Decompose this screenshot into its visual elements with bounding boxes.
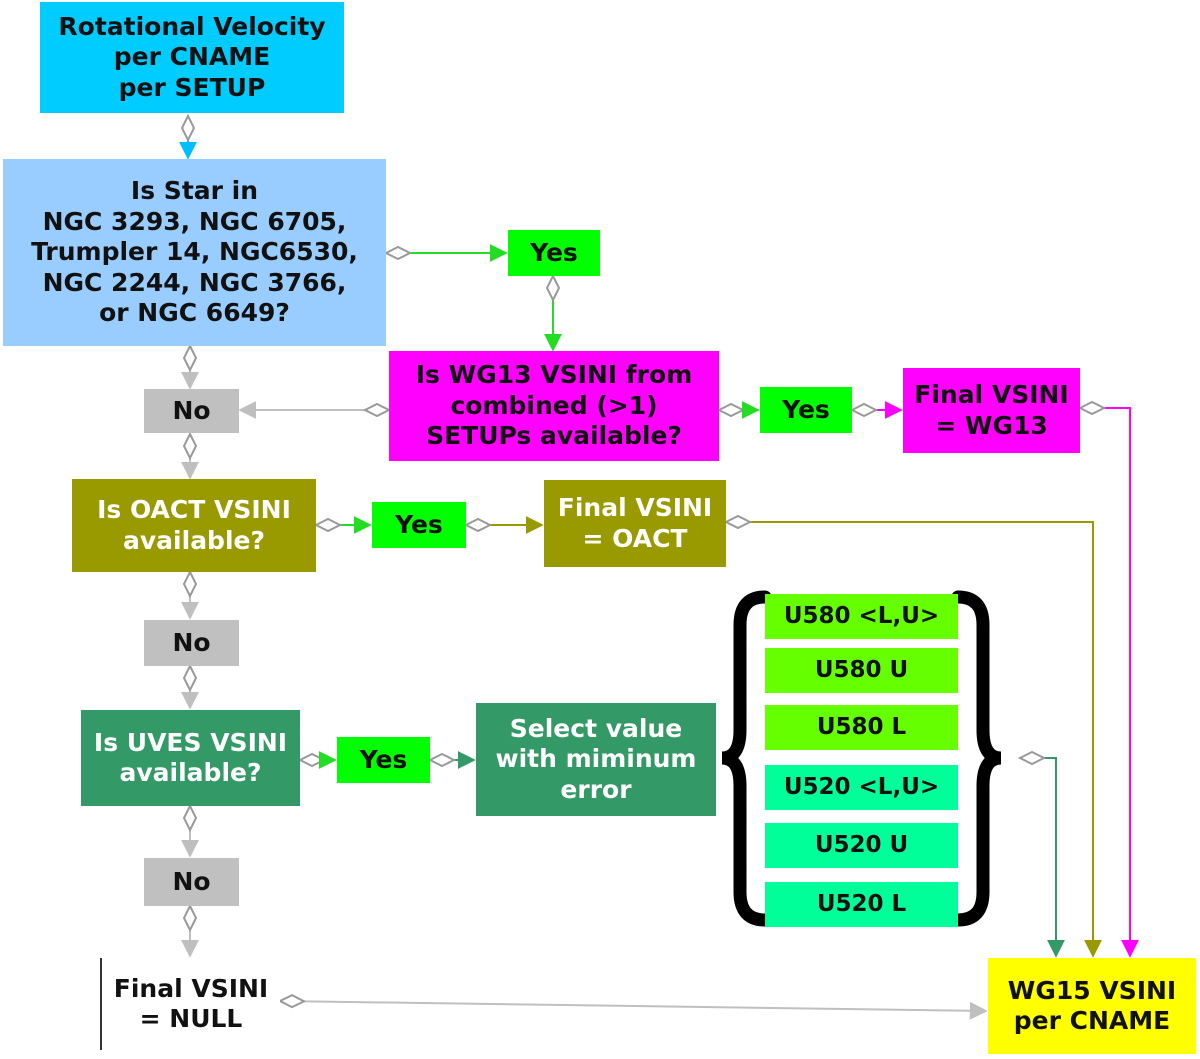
oact-question-label: Is OACT VSINI available? [97,495,291,555]
wg13-question: Is WG13 VSINI from combined (>1) SETUPs … [389,351,719,461]
wg15-result-node: WG15 VSINI per CNAME [988,958,1196,1054]
option-u520-u-label: U520 U [814,832,909,859]
yes-wg13-label: Yes [782,394,830,424]
option-u520-lu-label: U520 <L,U> [783,774,940,801]
yes-uves-node: Yes [337,737,430,783]
option-u520-u: U520 U [765,823,958,868]
final-null-node: Final VSINI = NULL [100,958,280,1050]
start-node: Rotational Velocity per CNAME per SETUP [40,2,344,113]
no-node-3: No [144,858,239,906]
final-oact-label: Final VSINI = OACT [557,493,713,553]
oact-question: Is OACT VSINI available? [72,479,316,572]
start-node-label: Rotational Velocity per CNAME per SETUP [58,11,326,102]
select-min-error-label: Select value with miminum error [495,713,697,804]
wg15-result-label: WG15 VSINI per CNAME [1007,975,1177,1036]
no-node-2: No [144,620,239,666]
yes-oact-label: Yes [395,509,443,539]
edge-brace-to-wg15 [1020,758,1056,956]
left-curly-brace [721,590,772,927]
star-cluster-question-label: Is Star in NGC 3293, NGC 6705, Trumpler … [31,176,358,328]
edge-null-to-wg15 [280,1001,986,1011]
star-cluster-question: Is Star in NGC 3293, NGC 6705, Trumpler … [3,159,386,346]
final-wg13-node: Final VSINI = WG13 [903,368,1080,453]
no-node-1: No [144,389,239,433]
option-u580-l: U580 L [765,705,958,750]
option-u520-l-label: U520 L [816,891,907,918]
final-wg13-label: Final VSINI = WG13 [914,380,1069,440]
final-oact-node: Final VSINI = OACT [544,480,726,567]
wg13-question-label: Is WG13 VSINI from combined (>1) SETUPs … [415,360,693,451]
yes-star-node: Yes [508,230,600,276]
option-u580-lu: U580 <L,U> [765,594,958,639]
no-3-label: No [172,866,211,896]
no-2-label: No [172,627,211,657]
option-u520-lu: U520 <L,U> [765,765,958,810]
no-1-label: No [172,395,211,425]
yes-star-label: Yes [530,237,578,267]
uves-question: Is UVES VSINI available? [81,710,300,806]
option-u520-l: U520 L [765,882,958,927]
option-u580-u-label: U580 U [814,657,909,684]
right-curly-brace [951,590,1002,927]
option-u580-u: U580 U [765,648,958,693]
option-u580-lu-label: U580 <L,U> [783,603,940,630]
final-null-label: Final VSINI = NULL [113,973,269,1034]
edge-final-wg13-to-wg15 [1080,408,1130,956]
uves-question-label: Is UVES VSINI available? [93,727,288,788]
yes-wg13-node: Yes [760,387,852,433]
yes-oact-node: Yes [372,502,466,548]
select-min-error-node: Select value with miminum error [476,703,716,816]
yes-uves-label: Yes [359,744,408,774]
edge-final-oact-to-wg15 [726,522,1093,956]
option-u580-l-label: U580 L [816,714,907,741]
